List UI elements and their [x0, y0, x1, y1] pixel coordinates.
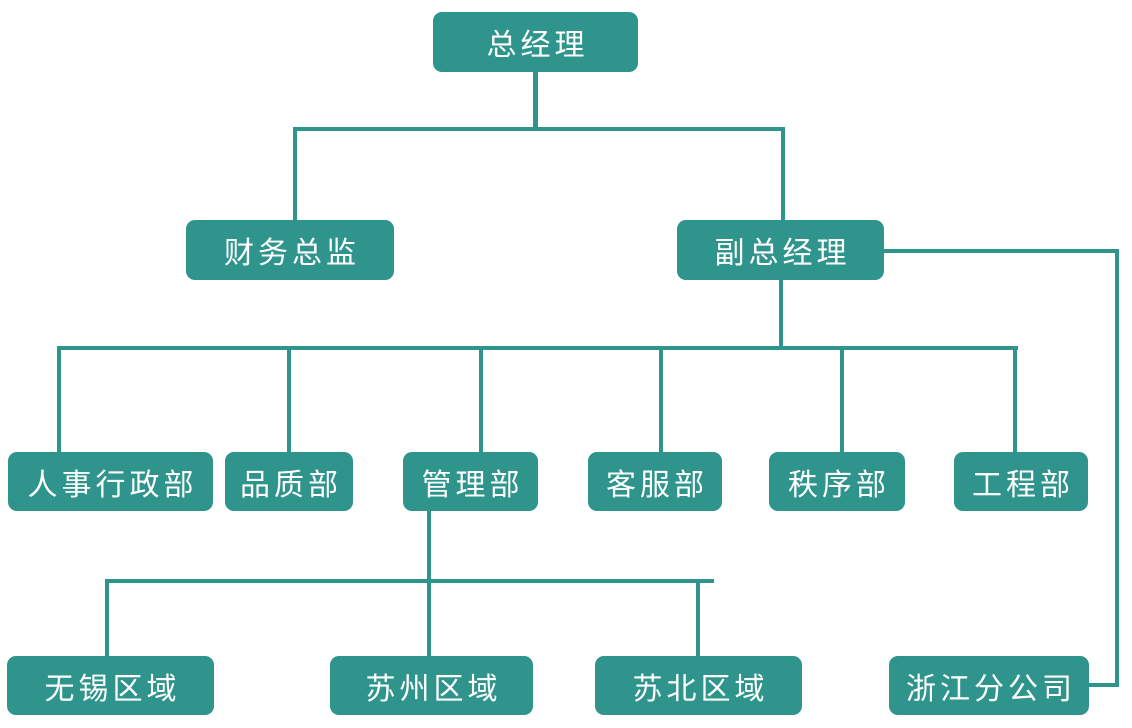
node-order-dept: 秩序部 — [769, 452, 905, 511]
connector-deputy-gm-stem — [779, 280, 783, 350]
connector-drop-order — [840, 346, 844, 452]
connector-drop-subei — [696, 579, 700, 656]
connector-zhejiang-vertical — [1115, 249, 1119, 687]
connector-drop-quality — [287, 346, 291, 452]
connector-drop-management — [479, 346, 483, 452]
connector-drop-wuxi — [105, 579, 109, 656]
node-general-manager: 总经理 — [433, 12, 638, 72]
connector-gm-stem — [533, 72, 538, 131]
connector-top-rail — [293, 127, 785, 131]
connector-drop-deputy-gm — [781, 127, 785, 220]
connector-drop-customer-service — [659, 346, 663, 452]
node-finance-director: 财务总监 — [186, 220, 394, 280]
node-quality-dept: 品质部 — [225, 452, 353, 511]
connector-drop-finance — [293, 127, 297, 220]
node-zhejiang-branch: 浙江分公司 — [889, 656, 1089, 715]
connector-zhejiang-top — [884, 249, 1119, 253]
node-suzhou-region: 苏州区域 — [330, 656, 533, 715]
node-hr-admin-dept: 人事行政部 — [8, 452, 213, 511]
node-engineering-dept: 工程部 — [954, 452, 1088, 511]
connector-management-stem — [427, 511, 431, 583]
connector-zhejiang-stub — [1086, 683, 1119, 687]
connector-dept-rail — [57, 346, 1018, 350]
node-customer-service-dept: 客服部 — [588, 452, 722, 511]
connector-region-rail — [107, 579, 714, 583]
connector-drop-hr-admin — [57, 346, 61, 452]
connector-drop-suzhou — [427, 579, 431, 656]
node-subei-region: 苏北区域 — [595, 656, 802, 715]
node-wuxi-region: 无锡区域 — [7, 656, 214, 715]
node-management-dept: 管理部 — [403, 452, 538, 511]
connector-drop-engineering — [1013, 346, 1017, 452]
node-deputy-gm: 副总经理 — [677, 220, 884, 280]
